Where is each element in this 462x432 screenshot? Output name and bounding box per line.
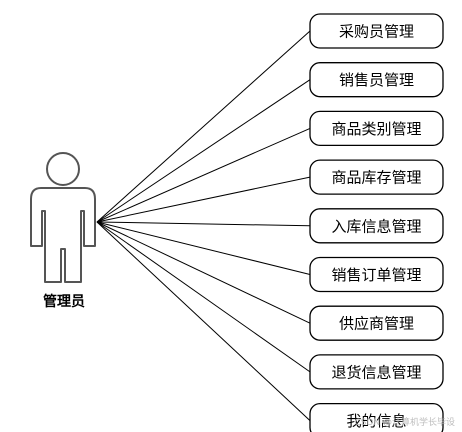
use-case-box: 商品库存管理 bbox=[309, 159, 444, 195]
association-lines bbox=[96, 30, 311, 421]
use-case-shape bbox=[309, 208, 444, 244]
use-case-shape bbox=[309, 62, 444, 98]
use-case-label: 供应商管理 bbox=[339, 315, 414, 333]
use-case-label: 采购员管理 bbox=[339, 23, 414, 41]
use-case-shape bbox=[309, 110, 444, 147]
actor-label: 管理员 bbox=[43, 293, 85, 310]
association-line bbox=[96, 127, 311, 223]
use-case-label: 销售员管理 bbox=[339, 71, 414, 89]
actor-head bbox=[46, 152, 80, 186]
use-case-box: 我的信息 bbox=[309, 402, 444, 432]
use-case-box: 商品类别管理 bbox=[309, 110, 444, 147]
use-case-label: 商品类别管理 bbox=[331, 120, 421, 138]
use-case-box: 销售订单管理 bbox=[309, 256, 444, 293]
use-case-label: 我的信息 bbox=[346, 412, 406, 430]
use-case-shape bbox=[309, 402, 444, 432]
use-case-label: 退货信息管理 bbox=[331, 363, 421, 381]
association-line bbox=[96, 221, 311, 324]
use-case-shape bbox=[309, 13, 444, 49]
use-case-label: 入库信息管理 bbox=[331, 217, 421, 235]
use-case-shape bbox=[309, 159, 444, 195]
association-line bbox=[96, 221, 311, 421]
use-case-boxes: 采购员管理销售员管理商品类别管理商品库存管理入库信息管理销售订单管理供应商管理退… bbox=[309, 13, 444, 432]
actor-body bbox=[30, 187, 96, 283]
association-line bbox=[96, 30, 311, 223]
use-case-label: 商品库存管理 bbox=[331, 169, 421, 187]
association-line bbox=[96, 79, 311, 223]
use-case-box: 入库信息管理 bbox=[309, 208, 444, 244]
association-line bbox=[96, 176, 311, 223]
use-case-shape bbox=[309, 305, 444, 341]
use-case-shape bbox=[309, 354, 444, 390]
association-line bbox=[96, 221, 311, 227]
use-case-box: 采购员管理 bbox=[309, 13, 444, 49]
use-case-box: 销售员管理 bbox=[309, 62, 444, 98]
watermark: CSDN @计算机学长毕设 bbox=[354, 416, 455, 428]
use-case-shape bbox=[309, 256, 444, 293]
actor-figure bbox=[30, 152, 96, 283]
association-line bbox=[96, 221, 311, 275]
use-case-label: 销售订单管理 bbox=[331, 266, 421, 284]
association-line bbox=[96, 221, 311, 373]
use-case-box: 退货信息管理 bbox=[309, 354, 444, 390]
use-case-box: 供应商管理 bbox=[309, 305, 444, 341]
